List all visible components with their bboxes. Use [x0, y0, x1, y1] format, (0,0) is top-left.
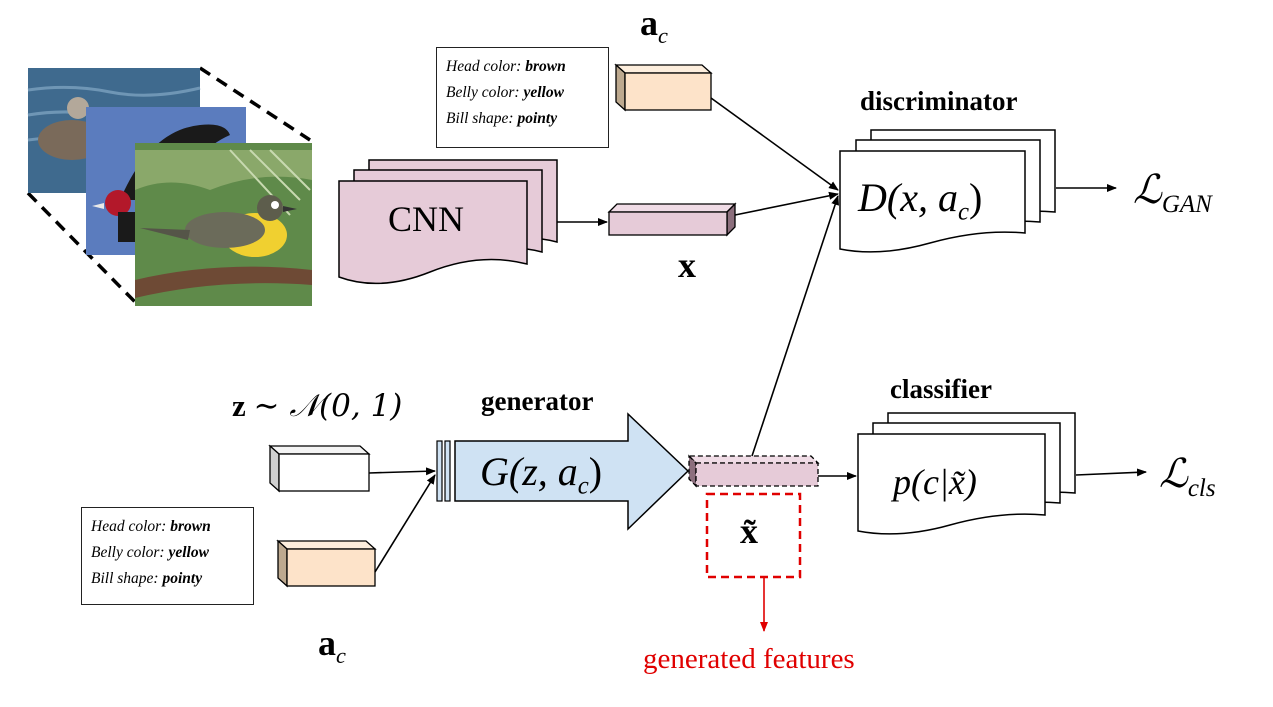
attribute-value: yellow: [523, 84, 564, 101]
discriminator-expression: D(x, a: [858, 175, 958, 220]
attribute-row-bill: Bill shape: pointy: [446, 106, 598, 132]
attribute-box-top: Head color: brown Belly color: yellow Bi…: [436, 47, 609, 148]
noise-prior-label: z ∼ 𝒩(0, 1): [232, 388, 402, 425]
attribute-value: brown: [170, 518, 211, 535]
discriminator-block: [839, 129, 1056, 253]
attribute-box-bottom: Head color: brown Belly color: yellow Bi…: [81, 507, 254, 605]
generator-title: generator: [481, 386, 594, 416]
discriminator-title: discriminator: [860, 86, 1018, 116]
attribute-value: yellow: [168, 544, 209, 561]
loss-cls: ℒcls: [1159, 450, 1216, 503]
generated-feature-label: x̃: [740, 510, 758, 552]
feature-x-label: x: [678, 244, 696, 286]
stack-edge-bottom: [26, 191, 140, 307]
attribute-subscript: c: [336, 642, 346, 668]
attribute-key: Head color:: [446, 58, 526, 75]
bird-images-stack: [26, 66, 312, 307]
classifier-title: classifier: [890, 374, 992, 404]
feature-x-cuboid: [607, 202, 737, 237]
arrow-attr-to-generator: [374, 474, 436, 573]
cnn-block: [338, 159, 558, 285]
attribute-row-belly: Belly color: yellow: [91, 540, 243, 566]
attribute-symbol: a: [640, 3, 658, 43]
arrow-classifier-to-loss: [1075, 468, 1147, 477]
attribute-key: Bill shape:: [91, 570, 163, 587]
attribute-row-bill: Bill shape: pointy: [91, 566, 243, 592]
arrow-attr-to-discriminator: [710, 97, 839, 191]
generated-feature-symbol: x̃: [740, 511, 758, 551]
loss-gan: ℒGAN: [1133, 166, 1212, 219]
generated-feature-highlight-box: [705, 492, 802, 579]
attribute-value: brown: [525, 58, 566, 75]
attribute-cuboid-bottom: [276, 539, 377, 588]
connection-arrows: [368, 97, 1147, 573]
attribute-key: Bill shape:: [446, 110, 518, 127]
attribute-key: Belly color:: [446, 84, 524, 101]
noise-distribution: ∼ 𝒩(0, 1): [253, 388, 403, 424]
attribute-vector-label-bottom: ac: [318, 622, 346, 669]
attribute-value: pointy: [162, 570, 203, 587]
arrow-z-to-generator: [368, 467, 436, 476]
generator-expression: G(z, a: [480, 449, 578, 494]
attribute-key: Belly color:: [91, 544, 169, 561]
attribute-row-head: Head color: brown: [446, 54, 598, 80]
discriminator-function: D(x, ac): [858, 175, 983, 226]
attribute-row-belly: Belly color: yellow: [446, 80, 598, 106]
attribute-cuboid-top: [614, 63, 713, 112]
cnn-label: CNN: [388, 199, 465, 239]
arrow-generated-to-discriminator: [751, 195, 839, 457]
classifier-function: p(c|x̃): [893, 461, 977, 503]
generator-arrow: [436, 412, 690, 531]
attribute-subscript: c: [957, 198, 969, 226]
attribute-key: Head color:: [91, 518, 171, 535]
generated-feature-cuboid: [687, 454, 820, 488]
attribute-subscript: c: [658, 22, 668, 48]
arrow-x-to-discriminator: [734, 191, 839, 216]
stack-edge-top: [199, 66, 311, 142]
generated-features-caption: generated features: [643, 643, 855, 675]
noise-symbol: z: [232, 388, 246, 423]
classifier-block: [857, 412, 1076, 535]
noise-z-cuboid: [268, 444, 371, 493]
generator-function: G(z, ac): [480, 449, 603, 500]
loss-symbol: ℒ: [1133, 167, 1162, 213]
loss-subscript: GAN: [1161, 190, 1212, 218]
attribute-row-head: Head color: brown: [91, 514, 243, 540]
attribute-subscript: c: [577, 472, 589, 500]
attribute-vector-label-top: ac: [640, 2, 668, 49]
classifier-expression: p(c|x̃): [893, 462, 977, 502]
attribute-value: pointy: [517, 110, 558, 127]
loss-symbol: ℒ: [1159, 451, 1188, 497]
bird-image-yellow-chat: [135, 143, 312, 306]
feature-symbol: x: [678, 245, 696, 285]
loss-subscript: cls: [1187, 474, 1216, 502]
attribute-symbol: a: [318, 623, 336, 663]
